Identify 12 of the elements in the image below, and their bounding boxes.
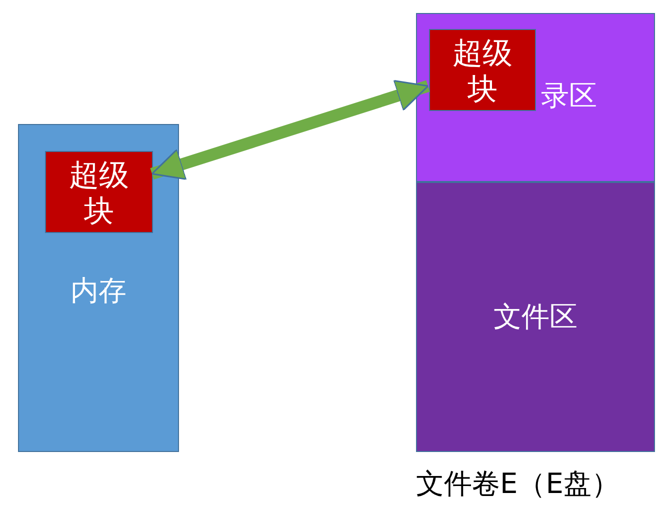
- area-label: 文件区: [492, 301, 578, 334]
- file-area-box: [416, 182, 655, 452]
- directory-area-box: [416, 13, 655, 182]
- super-block-box: [45, 151, 153, 233]
- super-block-box: [429, 29, 536, 111]
- area-label: 内存: [70, 275, 128, 308]
- block-label: 超级块: [68, 158, 130, 230]
- area-label: 录区: [541, 80, 597, 112]
- block-label: 超级块: [452, 36, 514, 108]
- double-arrow: [150, 80, 430, 180]
- volume-caption: 文件卷E（E盘）: [416, 468, 620, 500]
- memory-box: [18, 124, 179, 452]
